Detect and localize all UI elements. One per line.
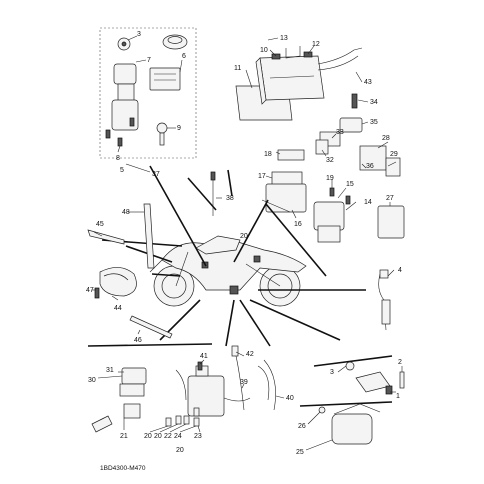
callout-labels: 3 6 7 9 8 5 37 13 10 12 11 43 34 35 28 2…	[86, 31, 402, 472]
callout-20-bottom: 20	[176, 447, 184, 454]
callout-14: 14	[364, 199, 372, 206]
left-parts	[87, 203, 173, 339]
callout-23: 21	[120, 433, 128, 440]
callout-47: 45	[96, 221, 104, 228]
sensor-wire	[210, 171, 222, 216]
callout-22: 20	[154, 433, 162, 440]
callout-24: 22	[164, 433, 172, 440]
callout-27: 25	[296, 449, 304, 456]
callout-13: 13	[280, 35, 288, 42]
callout-35: 33	[336, 129, 344, 136]
callout-16: 16	[294, 221, 302, 228]
callout-31: 29	[390, 151, 398, 158]
callout-32: 30	[88, 377, 96, 384]
callout-8: 8	[116, 155, 120, 162]
callout-38: 36	[366, 163, 374, 170]
callout-11: 11	[234, 65, 241, 72]
callout-4: 4	[398, 267, 402, 274]
callout-37: 35	[370, 119, 378, 126]
callout-30: 28	[382, 135, 390, 142]
callout-17: 17	[258, 173, 266, 180]
callout-42: 40	[286, 395, 294, 402]
callout-49: 47	[86, 287, 94, 294]
battery-group	[235, 37, 401, 177]
callout-33: 31	[106, 367, 114, 374]
callout-19: 19	[326, 175, 334, 182]
callout-9: 9	[177, 125, 181, 132]
callout-46: 44	[114, 305, 122, 312]
callout-39: 37	[152, 171, 160, 178]
callout-5: 5	[120, 167, 124, 174]
callout-3-bottom: 3	[330, 369, 334, 376]
callout-50: 48	[122, 209, 130, 216]
callout-26: 24	[174, 433, 182, 440]
callout-21: 20	[144, 433, 152, 440]
callout-43: 41	[200, 353, 208, 360]
callout-45: 43	[364, 79, 372, 86]
callout-40: 38	[226, 195, 234, 202]
callout-10: 10	[260, 47, 268, 54]
callout-15: 15	[346, 181, 354, 188]
callout-6: 6	[182, 53, 186, 60]
callout-34: 32	[326, 157, 334, 164]
ignition-group	[99, 27, 197, 173]
callout-25: 23	[194, 433, 202, 440]
callout-36: 34	[370, 99, 378, 106]
callout-18: 18	[264, 151, 272, 158]
callout-3-top: 3	[137, 31, 141, 38]
callout-7: 7	[147, 57, 151, 64]
lower-right-group	[305, 361, 405, 451]
callout-20-mid: 20	[240, 233, 248, 240]
fuse-box-group	[91, 345, 285, 433]
motorcycle	[149, 235, 307, 307]
callout-28: 26	[298, 423, 306, 430]
relay-group	[261, 171, 405, 243]
drawing-code: 1BD4300-M470	[100, 465, 146, 472]
callout-12: 12	[312, 41, 320, 48]
sensor-4-group	[378, 269, 395, 331]
callout-48: 46	[134, 337, 142, 344]
callout-41: 39	[240, 379, 248, 386]
callout-44: 42	[246, 351, 254, 358]
callout-1: 1	[396, 393, 400, 400]
callout-2: 2	[398, 359, 402, 366]
callout-29: 27	[386, 195, 394, 202]
